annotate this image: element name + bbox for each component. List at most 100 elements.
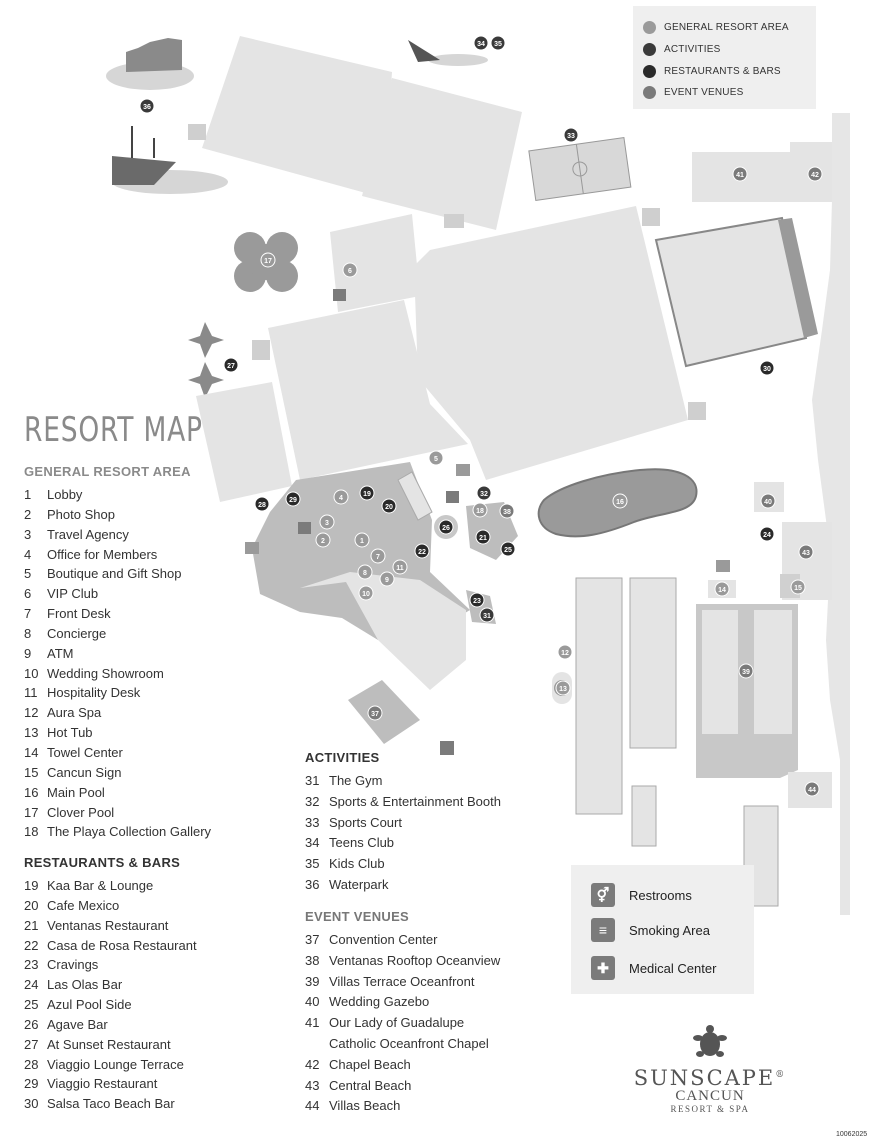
marker-dot <box>223 357 239 373</box>
marker-number: 33 <box>567 133 575 140</box>
map-marker-22[interactable]: 22 <box>414 543 430 559</box>
smoking-icon-map-2 <box>456 464 470 476</box>
sunset-star-2 <box>188 362 224 398</box>
marker-number: 40 <box>764 499 772 506</box>
map-marker-34[interactable]: 34 <box>473 35 489 51</box>
map-marker-9[interactable]: 9 <box>379 571 395 587</box>
map-marker-10[interactable]: 10 <box>358 585 374 601</box>
sunset-star-1 <box>188 322 224 358</box>
item-name: Viaggio Restaurant <box>47 1076 158 1092</box>
marker-dot <box>759 360 775 376</box>
item-name: Cravings <box>47 957 99 973</box>
marker-number: 8 <box>363 570 367 577</box>
map-marker-32[interactable]: 32 <box>476 485 492 501</box>
map-marker-21[interactable]: 21 <box>475 529 491 545</box>
lobby-ramp <box>397 471 433 521</box>
map-marker-20[interactable]: 20 <box>381 498 397 514</box>
map-marker-16[interactable]: 16 <box>612 493 628 509</box>
item-name: At Sunset Restaurant <box>47 1036 171 1052</box>
marker-dot <box>319 514 335 530</box>
map-marker-38[interactable]: 38 <box>499 503 515 519</box>
map-marker-44[interactable]: 44 <box>804 781 820 797</box>
map-marker-17[interactable]: 17 <box>260 252 276 268</box>
map-marker-28[interactable]: 28 <box>254 496 270 512</box>
marker-number: 13 <box>559 686 567 693</box>
map-marker-12[interactable]: 12 <box>557 644 573 660</box>
map-marker-27[interactable]: 27 <box>223 357 239 373</box>
item-number: 15 <box>24 764 39 780</box>
item-name: The Gym <box>329 773 383 788</box>
map-marker-29[interactable]: 29 <box>285 491 301 507</box>
amenities-legend: ⚥Restrooms ≡Smoking Area ✚Medical Center <box>571 865 754 994</box>
item-number: 29 <box>24 1076 39 1092</box>
marker-number: 42 <box>811 172 819 179</box>
events-heading: EVENT VENUES <box>305 909 410 924</box>
marker-dot <box>473 35 489 51</box>
marker-number: 1 <box>360 538 364 545</box>
item-name: Main Pool <box>47 784 105 800</box>
map-marker-7[interactable]: 7 <box>370 548 386 564</box>
marker-number: 6 <box>348 268 352 275</box>
map-marker-3[interactable]: 3 <box>319 514 335 530</box>
map-marker-23[interactable]: 23 <box>469 592 485 608</box>
map-marker-24[interactable]: 24 <box>759 526 775 542</box>
map-marker-1[interactable]: 1 <box>354 532 370 548</box>
map-marker-26[interactable]: 26 <box>438 519 454 535</box>
map-marker-11[interactable]: 11 <box>392 559 408 575</box>
item-name: Wedding Gazebo <box>329 994 430 1010</box>
item-number: 1 <box>24 487 32 502</box>
item-number: 7 <box>24 606 32 622</box>
map-marker-25[interactable]: 25 <box>500 541 516 557</box>
map-marker-18[interactable]: 18 <box>472 502 488 518</box>
map-marker-31[interactable]: 31 <box>479 607 495 623</box>
map-marker-5[interactable]: 5 <box>428 450 444 466</box>
map-marker-19[interactable]: 19 <box>359 485 375 501</box>
map-marker-35[interactable]: 35 <box>490 35 506 51</box>
map-marker-13[interactable]: 13 <box>555 680 571 696</box>
marker-number: 24 <box>763 532 771 539</box>
map-marker-14[interactable]: 14 <box>714 581 730 597</box>
marker-dot <box>759 526 775 542</box>
map-marker-36[interactable]: 36 <box>139 98 155 114</box>
map-marker-4[interactable]: 4 <box>333 489 349 505</box>
marker-dot <box>469 592 485 608</box>
map-marker-33[interactable]: 33 <box>563 127 579 143</box>
marker-number: 17 <box>264 258 272 265</box>
item-number: 14 <box>24 744 39 760</box>
map-marker-41[interactable]: 41 <box>732 166 748 182</box>
item-name: Towel Center <box>47 744 123 760</box>
map-marker-8[interactable]: 8 <box>357 564 373 580</box>
legend-restaurants-label: RESTAURANTS & BARS <box>664 65 781 77</box>
map-marker-43[interactable]: 43 <box>798 544 814 560</box>
map-marker-37[interactable]: 37 <box>367 705 383 721</box>
map-marker-39[interactable]: 39 <box>738 663 754 679</box>
legend-events-label: EVENT VENUES <box>664 86 744 98</box>
marker-dot <box>438 519 454 535</box>
brand-text: SUNSCAPE <box>633 1066 776 1090</box>
marker-dot <box>475 529 491 545</box>
villa-block-low <box>631 785 657 847</box>
marker-number: 38 <box>503 509 511 516</box>
marker-dot <box>367 705 383 721</box>
item-number: 35 <box>305 856 320 872</box>
map-marker-40[interactable]: 40 <box>760 493 776 509</box>
map-marker-6[interactable]: 6 <box>342 262 358 278</box>
map-marker-42[interactable]: 42 <box>807 166 823 182</box>
item-number: 37 <box>305 932 320 947</box>
legend-activities-label: ACTIVITIES <box>664 43 721 55</box>
legend-activities: ACTIVITIES <box>643 40 720 58</box>
map-marker-2[interactable]: 2 <box>315 532 331 548</box>
general-heading: GENERAL RESORT AREA <box>24 464 191 479</box>
map-marker-15[interactable]: 15 <box>790 579 806 595</box>
document-code: 10062025 <box>836 1131 868 1138</box>
item-number: 4 <box>24 546 32 562</box>
smoking-icon: ≡ <box>591 918 615 942</box>
smoking-icon-map-3 <box>716 560 730 572</box>
item-number: 42 <box>305 1056 320 1072</box>
map-marker-30[interactable]: 30 <box>759 360 775 376</box>
